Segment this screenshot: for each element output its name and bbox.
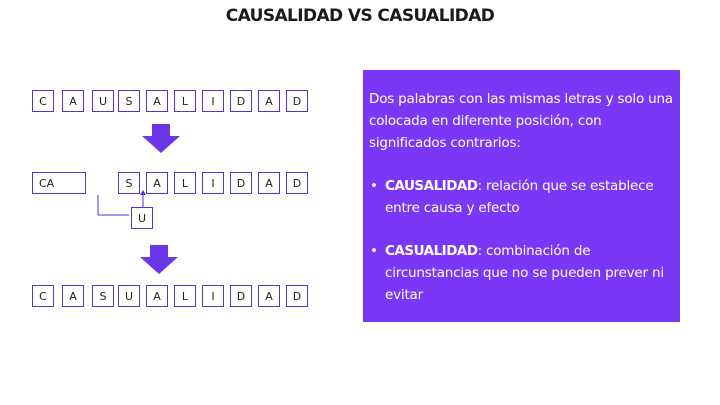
definition-term: CASUALIDAD: [385, 243, 478, 259]
letter-box: C: [32, 90, 54, 112]
panel-intro: Dos palabras con las mismas letras y sol…: [369, 91, 673, 151]
definition-item: • CAUSALIDAD: relación que se establece …: [369, 175, 674, 219]
letter-box: A: [62, 285, 84, 307]
definition-list: • CAUSALIDAD: relación que se establece …: [369, 175, 674, 306]
definition-item: • CASUALIDAD: combinación de circunstanc…: [369, 240, 674, 306]
letter-box: D: [230, 172, 252, 194]
letter-box: A: [258, 285, 280, 307]
letter-box: U: [118, 285, 140, 307]
bullet-icon: •: [370, 178, 378, 194]
letter-box: L: [174, 172, 196, 194]
letter-box: A: [146, 90, 168, 112]
definition-term: CAUSALIDAD: [385, 178, 478, 194]
letter-box: CA: [32, 172, 86, 194]
letter-box: U: [92, 90, 114, 112]
letter-box: A: [146, 285, 168, 307]
explanation-panel: Dos palabras con las mismas letras y sol…: [363, 70, 680, 322]
letter-box: A: [258, 90, 280, 112]
letter-box: L: [174, 285, 196, 307]
letter-box: D: [286, 285, 308, 307]
letter-box: S: [118, 172, 140, 194]
letter-box: I: [202, 90, 224, 112]
letter-box: C: [32, 285, 54, 307]
move-connector: [97, 190, 146, 216]
letter-box: D: [230, 90, 252, 112]
letter-box: D: [286, 172, 308, 194]
letter-box: S: [118, 90, 140, 112]
letter-box: S: [92, 285, 114, 307]
letter-box: A: [62, 90, 84, 112]
letter-box: I: [202, 285, 224, 307]
letter-box: D: [286, 90, 308, 112]
letter-box: D: [230, 285, 252, 307]
bullet-icon: •: [370, 243, 378, 259]
definition-text: : combinación de circunstancias que no s…: [385, 243, 664, 303]
letter-box: A: [146, 172, 168, 194]
down-arrow-icon: [140, 245, 178, 274]
definition-text: : relación que se establece entre causa …: [385, 178, 654, 216]
down-arrow-icon: [142, 124, 180, 153]
letter-box: I: [202, 172, 224, 194]
page-title: CAUSALIDAD VS CASUALIDAD: [225, 6, 495, 26]
letter-box: L: [174, 90, 196, 112]
letter-box: A: [258, 172, 280, 194]
moved-letter-box: U: [131, 207, 153, 229]
